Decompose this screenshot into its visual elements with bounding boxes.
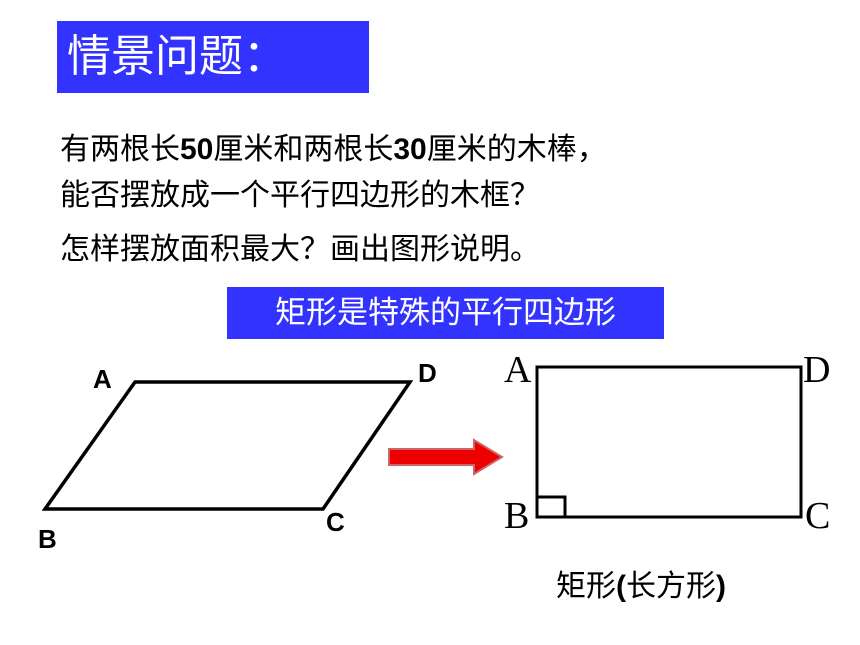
rectangle-label-a: A <box>504 349 532 391</box>
problem-line-1: 有两根长50厘米和两根长30厘米的木棒， <box>60 124 607 168</box>
caption-paren-open: ( <box>616 570 626 603</box>
parallelogram-label-a: A <box>93 364 112 394</box>
parallelogram-shape <box>41 380 414 511</box>
problem-text: 厘米的木棒， <box>426 132 607 167</box>
rectangle-caption: 矩形(长方形) <box>556 561 726 605</box>
rectangle-label-c: C <box>805 495 830 537</box>
rectangle-shape <box>535 365 803 519</box>
parallelogram-label-b: B <box>38 524 57 554</box>
problem-line-3: 怎样摆放面积最大？画出图形说明。 <box>60 232 540 267</box>
highlight-banner: 矩形是特殊的平行四边形 <box>227 287 664 339</box>
rectangle-label-d: D <box>803 349 830 391</box>
right-angle-icon <box>535 495 567 519</box>
caption-text: 长方形 <box>626 569 716 604</box>
parallelogram-label-c: C <box>326 507 345 537</box>
problem-text: 有两根长 <box>60 132 180 167</box>
caption-paren-close: ) <box>716 570 726 603</box>
length-value: 50 <box>180 133 214 166</box>
caption-text: 矩形 <box>556 569 616 604</box>
rectangle-label-b: B <box>504 495 529 537</box>
page-title: 情景问题： <box>57 21 369 93</box>
problem-text: 厘米和两根长 <box>213 132 394 167</box>
parallelogram-label-d: D <box>418 358 437 388</box>
length-value: 30 <box>393 133 427 166</box>
right-arrow-icon <box>388 438 504 476</box>
problem-line-2: 能否摆放成一个平行四边形的木框？ <box>60 178 540 213</box>
